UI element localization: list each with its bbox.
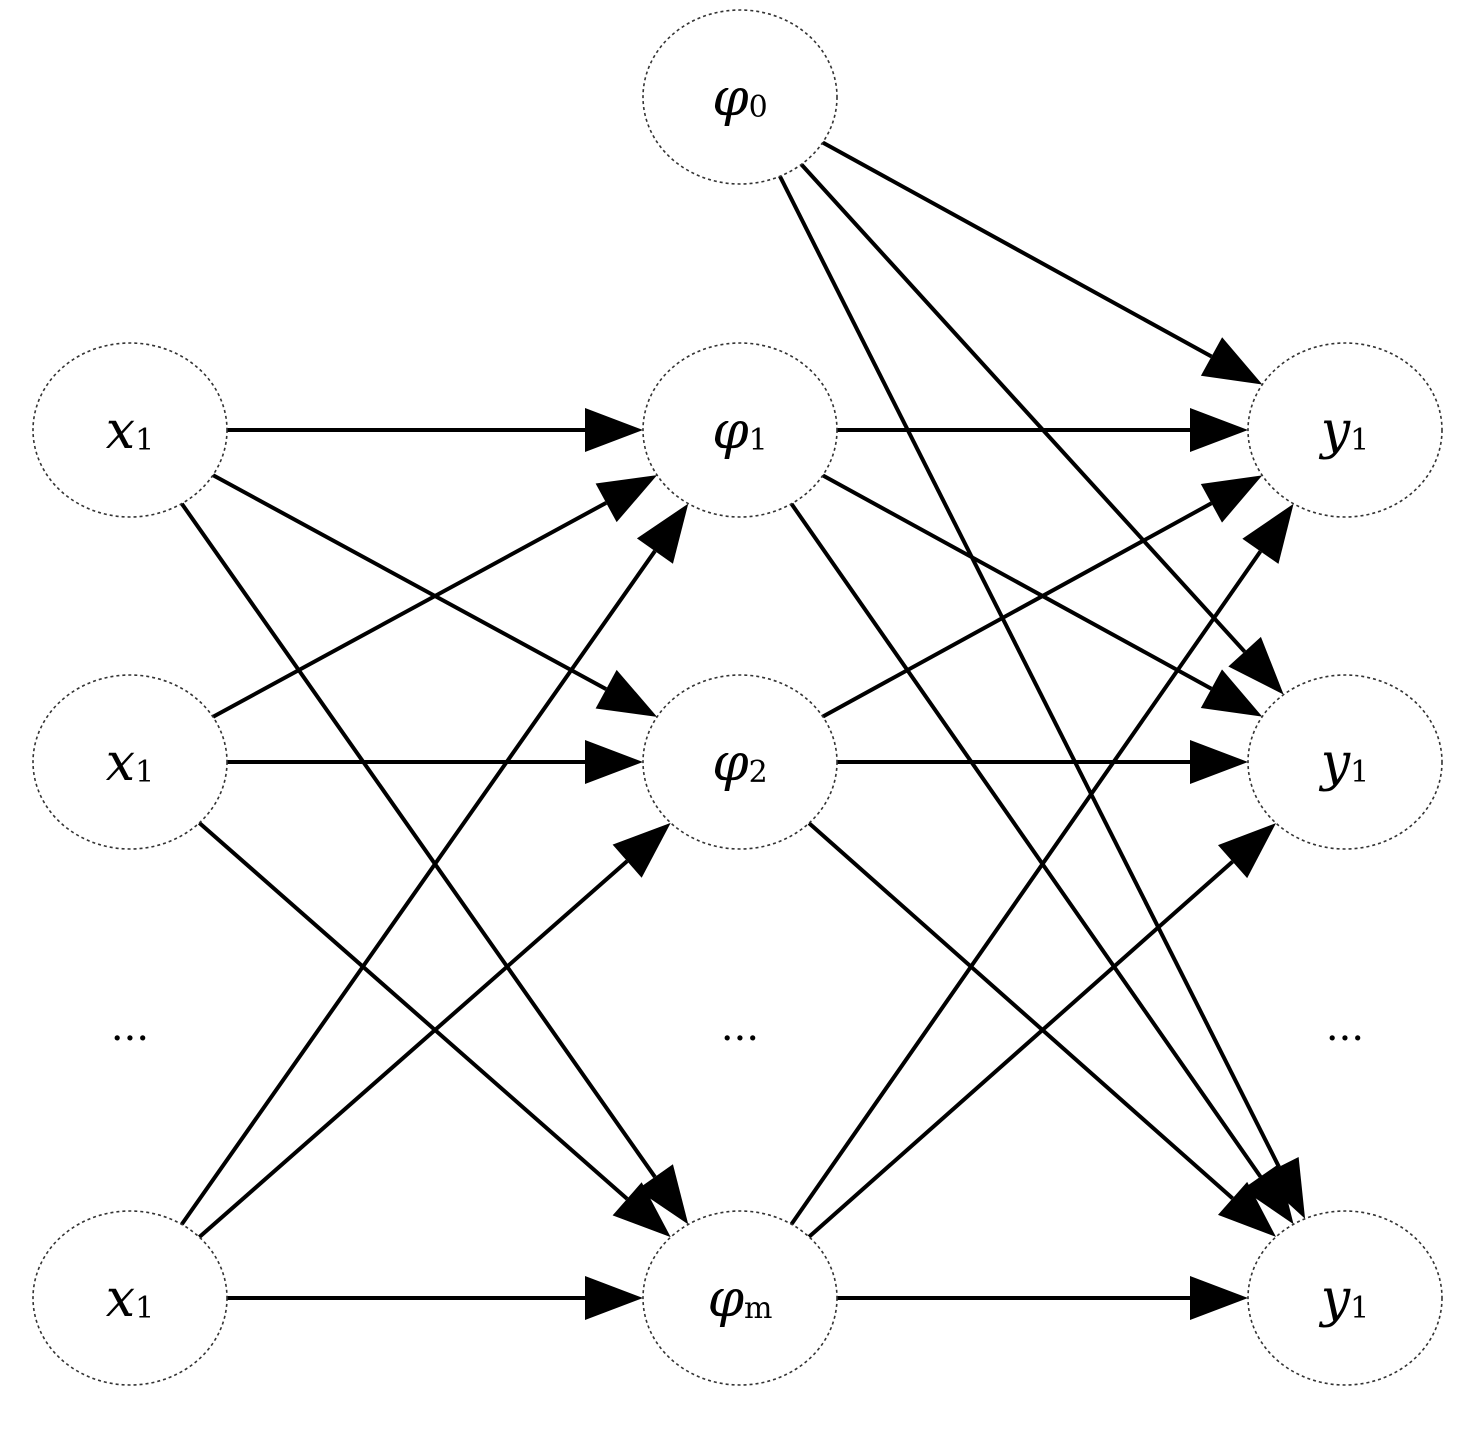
output-node-y_c: y1: [1247, 1210, 1443, 1386]
arrowhead-x_a-to-phim: [636, 1164, 689, 1225]
edge-phi2-to-y_c: [807, 821, 1234, 1200]
node-label-phi0: φ0: [712, 68, 768, 128]
node-symbol: φ: [712, 68, 749, 128]
arrowhead-x_a-to-phi1: [585, 408, 643, 452]
arrowhead-phi2-to-y_c: [1217, 1181, 1276, 1237]
node-circle-y_b: [1247, 674, 1443, 850]
node-circle-x_b: [32, 674, 228, 850]
node-symbol: φ: [712, 401, 749, 461]
input-node-x_b: x1: [32, 674, 228, 850]
node-symbol: x: [106, 1269, 135, 1329]
hidden-node-phi1: φ1: [642, 342, 838, 518]
edge-x_b-to-phi1: [211, 501, 608, 719]
node-circle-y_c: [1247, 1210, 1443, 1386]
arrowhead-phim-to-y_a: [1242, 503, 1294, 564]
node-symbol: y: [1319, 1269, 1351, 1329]
node-circle-phi1: [642, 342, 838, 518]
hidden-node-phi2: φ2: [642, 674, 838, 850]
node-subscript: 1: [1350, 1291, 1369, 1326]
edge-phi2-to-y_a: [821, 501, 1213, 719]
input-node-x_c: x1: [32, 1210, 228, 1386]
node-symbol: φ: [712, 733, 749, 793]
node-subscript: 0: [749, 90, 768, 125]
input-ellipsis: ···: [111, 1016, 149, 1062]
node-subscript: 1: [1350, 423, 1369, 458]
arrowhead-phi1-to-y_b: [1200, 669, 1263, 717]
arrowhead-phi1-to-y_a: [1190, 408, 1248, 452]
arrowhead-phi1-to-y_c: [1242, 1164, 1294, 1225]
node-subscript: 1: [135, 755, 154, 790]
node-symbol: y: [1319, 401, 1351, 461]
arrowhead-x_b-to-phi2: [585, 740, 643, 784]
arrowhead-phi0-to-y_b: [1228, 636, 1284, 695]
edge-phi1-to-y_c: [789, 502, 1263, 1178]
edges-layer: [180, 140, 1306, 1320]
node-symbol: y: [1319, 733, 1351, 793]
node-circle-x_c: [32, 1210, 228, 1386]
node-circle-phi2: [642, 674, 838, 850]
edge-phi0-to-y_b: [799, 163, 1247, 654]
node-subscript: 1: [1350, 755, 1369, 790]
node-subscript: 2: [749, 755, 768, 790]
node-circle-phi0: [642, 9, 838, 185]
node-symbol: x: [106, 401, 135, 461]
arrowhead-phim-to-y_c: [1190, 1276, 1248, 1320]
edge-phim-to-y_a: [789, 550, 1263, 1226]
arrowhead-phi2-to-y_b: [1190, 740, 1248, 784]
output-node-y_b: y1: [1247, 674, 1443, 850]
edge-phi0-to-y_a: [821, 140, 1213, 359]
arrowhead-x_c-to-phim: [585, 1276, 643, 1320]
node-circle-y_a: [1247, 342, 1443, 518]
arrowhead-x_b-to-phim: [612, 1182, 671, 1238]
edge-x_a-to-phim: [180, 502, 657, 1179]
arrowhead-x_b-to-phi1: [595, 475, 658, 523]
node-circle-x_a: [32, 342, 228, 518]
node-label-phi1: φ1: [712, 401, 768, 461]
node-label-y_b: y1: [1319, 733, 1369, 793]
node-subscript: m: [744, 1291, 772, 1326]
node-circle-phim: [642, 1210, 838, 1386]
edge-phim-to-y_b: [807, 860, 1234, 1239]
arrowhead-x_a-to-phi2: [595, 669, 658, 717]
edge-x_b-to-phim: [197, 821, 629, 1201]
node-label-x_c: x1: [106, 1269, 154, 1329]
edge-x_c-to-phi2: [197, 859, 629, 1239]
arrowhead-x_c-to-phi2: [612, 822, 671, 878]
edge-phi1-to-y_b: [821, 473, 1213, 691]
node-label-phim: φm: [708, 1269, 773, 1329]
arrowhead-phim-to-y_b: [1217, 823, 1276, 879]
node-label-x_a: x1: [106, 401, 154, 461]
input-node-x_a: x1: [32, 342, 228, 518]
node-subscript: 1: [135, 423, 154, 458]
arrowhead-phi2-to-y_a: [1200, 475, 1263, 523]
edge-x_a-to-phi2: [211, 473, 608, 691]
edge-phi0-to-y_c: [778, 175, 1281, 1168]
node-label-phi2: φ2: [712, 733, 768, 793]
hidden-node-phi0: φ0: [642, 9, 838, 185]
node-subscript: 1: [749, 423, 768, 458]
edge-x_c-to-phi1: [180, 549, 657, 1226]
node-symbol: φ: [708, 1269, 745, 1329]
node-label-x_b: x1: [106, 733, 154, 793]
node-subscript: 1: [135, 1291, 154, 1326]
hidden-node-phim: φm: [642, 1210, 838, 1386]
node-label-y_c: y1: [1319, 1269, 1369, 1329]
output-node-y_a: y1: [1247, 342, 1443, 518]
arrowhead-phi0-to-y_a: [1200, 337, 1263, 385]
node-label-y_a: y1: [1319, 401, 1369, 461]
node-symbol: x: [106, 733, 135, 793]
arrowhead-x_c-to-phi1: [636, 503, 689, 564]
output-ellipsis: ···: [1326, 1016, 1364, 1062]
hidden-ellipsis: ···: [721, 1016, 759, 1062]
